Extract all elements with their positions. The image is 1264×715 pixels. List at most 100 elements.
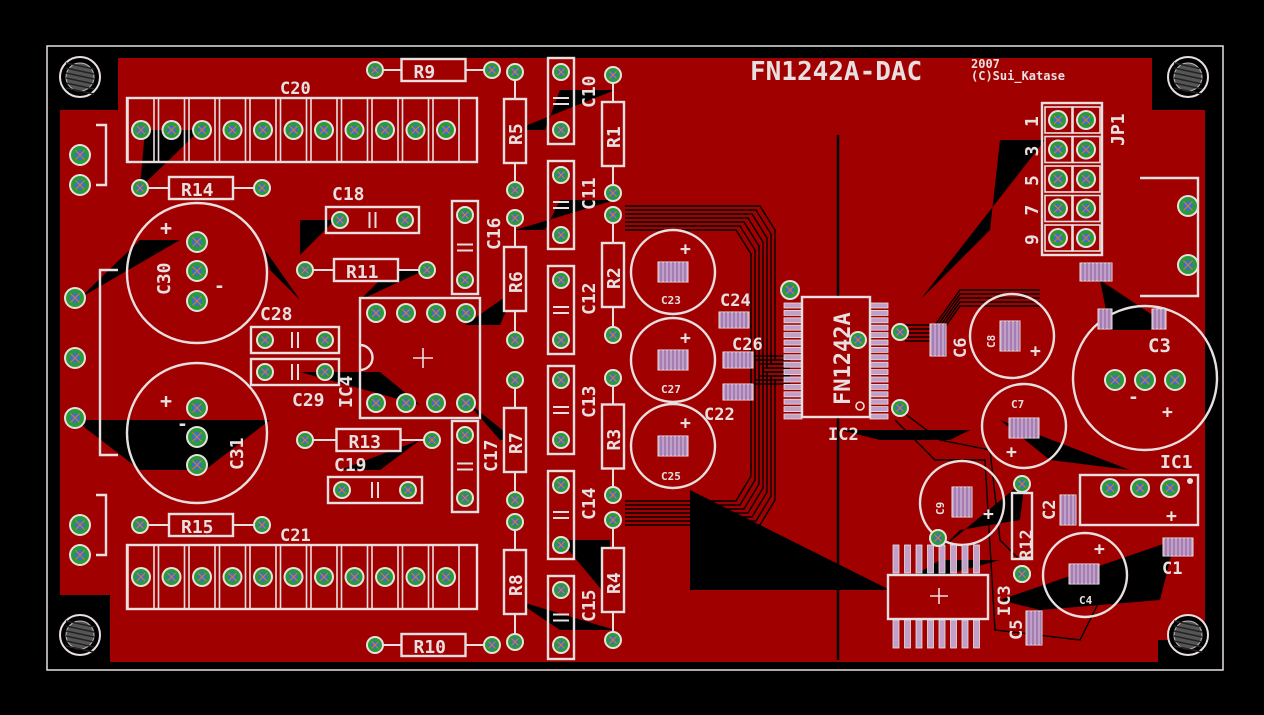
resistor-label-r8: R8 bbox=[506, 574, 527, 596]
polarity-plus: + bbox=[1006, 442, 1017, 463]
header-cell bbox=[1072, 135, 1101, 164]
via-pad bbox=[604, 66, 622, 84]
pad-cross bbox=[1140, 375, 1150, 385]
cap-label-c22: C22 bbox=[704, 405, 735, 425]
resistor-label-r14: R14 bbox=[181, 180, 214, 201]
smd-cap-c22: C22 bbox=[704, 405, 735, 425]
cap-outline bbox=[450, 419, 480, 514]
pad-cross bbox=[609, 636, 617, 644]
smd-pad bbox=[1079, 262, 1113, 282]
ic-outline bbox=[358, 296, 482, 420]
pad-cross bbox=[461, 276, 469, 284]
film-capacitor: C10 bbox=[546, 56, 600, 146]
trace-segment bbox=[360, 270, 425, 300]
via-pad bbox=[1076, 169, 1096, 189]
bus-line bbox=[625, 359, 790, 506]
array-cell bbox=[218, 97, 247, 163]
ic-pin bbox=[783, 309, 803, 316]
pad-cross bbox=[1081, 233, 1091, 243]
via-pad bbox=[316, 331, 334, 349]
pad-cross bbox=[511, 376, 519, 384]
via-pad bbox=[426, 303, 446, 323]
ecap-c7: C7+ bbox=[980, 382, 1068, 470]
ecap-label-c3: C3 bbox=[1148, 335, 1171, 357]
smd-cap-c6: C6 bbox=[951, 338, 971, 358]
hole-hatch bbox=[65, 620, 95, 628]
resistor-body bbox=[502, 548, 528, 616]
hole-hatch bbox=[1173, 635, 1203, 643]
via-pad bbox=[1104, 369, 1126, 391]
cap-outline bbox=[326, 475, 424, 505]
pad-cross bbox=[192, 403, 202, 413]
ic-pin bbox=[869, 339, 889, 346]
pad-cross bbox=[557, 126, 565, 134]
ic-pin bbox=[783, 302, 803, 309]
film-capacitor: C18 bbox=[324, 184, 421, 235]
trace-segment bbox=[465, 400, 515, 440]
connector-outline bbox=[1140, 176, 1200, 298]
ic-pin bbox=[869, 317, 889, 324]
ic-pin bbox=[783, 406, 803, 413]
cap-outline bbox=[249, 357, 341, 387]
pad-cross bbox=[488, 66, 496, 74]
film-capacitor: C15 bbox=[546, 574, 600, 661]
via-pad bbox=[552, 166, 570, 184]
ic-pin bbox=[915, 619, 923, 649]
jp1-pin-label: 5 bbox=[1022, 175, 1043, 186]
via-pad bbox=[366, 393, 386, 413]
cap-label-c14: C14 bbox=[579, 487, 600, 520]
ic-label-ic2: IC2 bbox=[828, 425, 859, 445]
pad-cross bbox=[411, 125, 420, 135]
via-pad bbox=[506, 209, 524, 227]
pad-cross bbox=[136, 125, 146, 135]
resistor-r11: R11 bbox=[305, 257, 427, 283]
pad-cross bbox=[934, 534, 942, 542]
via-pad bbox=[131, 567, 151, 587]
electrolytic-capacitor: C25+ bbox=[629, 402, 717, 490]
board-year: 2007 bbox=[971, 57, 1000, 71]
bus-line bbox=[625, 225, 790, 381]
trace-segment bbox=[515, 200, 615, 230]
pad-cross bbox=[557, 336, 565, 344]
film-capacitor: C19 bbox=[326, 455, 424, 505]
ic-pin bbox=[869, 383, 889, 390]
pad-cross bbox=[301, 436, 309, 444]
connector-outline bbox=[96, 493, 108, 557]
ic-pin bbox=[869, 391, 889, 398]
electrolytic-capacitor-c30: +-C30 bbox=[125, 201, 269, 345]
ic-notch bbox=[359, 343, 374, 372]
ic-pin bbox=[783, 339, 803, 346]
pad-cross bbox=[258, 572, 268, 582]
resistor-body bbox=[502, 97, 528, 165]
cap-label-c26: C26 bbox=[732, 335, 763, 355]
ic-pin bbox=[961, 619, 969, 649]
pad-cross bbox=[1135, 483, 1145, 493]
resistor-body bbox=[502, 245, 528, 313]
polarity-plus: + bbox=[1094, 539, 1105, 560]
header-cell bbox=[1044, 106, 1073, 134]
via-pad bbox=[283, 567, 304, 587]
via-pad bbox=[604, 206, 622, 224]
pad-cross bbox=[785, 285, 795, 295]
via-pad bbox=[1076, 110, 1096, 130]
via-pad bbox=[192, 567, 212, 587]
polarity-plus: + bbox=[160, 389, 172, 413]
resistor-r10: R10 bbox=[375, 632, 492, 658]
cap-outline bbox=[546, 264, 576, 356]
via-pad bbox=[1130, 478, 1150, 498]
via-pad bbox=[604, 631, 622, 649]
board-author: (C)Sui_Katase bbox=[971, 69, 1065, 84]
polarity-plus: + bbox=[680, 328, 691, 349]
via-pad bbox=[1048, 198, 1068, 219]
pad-cross bbox=[423, 266, 431, 274]
bus-line bbox=[625, 217, 790, 373]
via-pad bbox=[1048, 110, 1068, 130]
bus-line bbox=[625, 367, 790, 514]
smd-pad bbox=[951, 486, 973, 518]
array-cell bbox=[188, 97, 216, 163]
ecap-outline bbox=[1071, 304, 1219, 452]
cap-label-c16: C16 bbox=[484, 217, 505, 250]
